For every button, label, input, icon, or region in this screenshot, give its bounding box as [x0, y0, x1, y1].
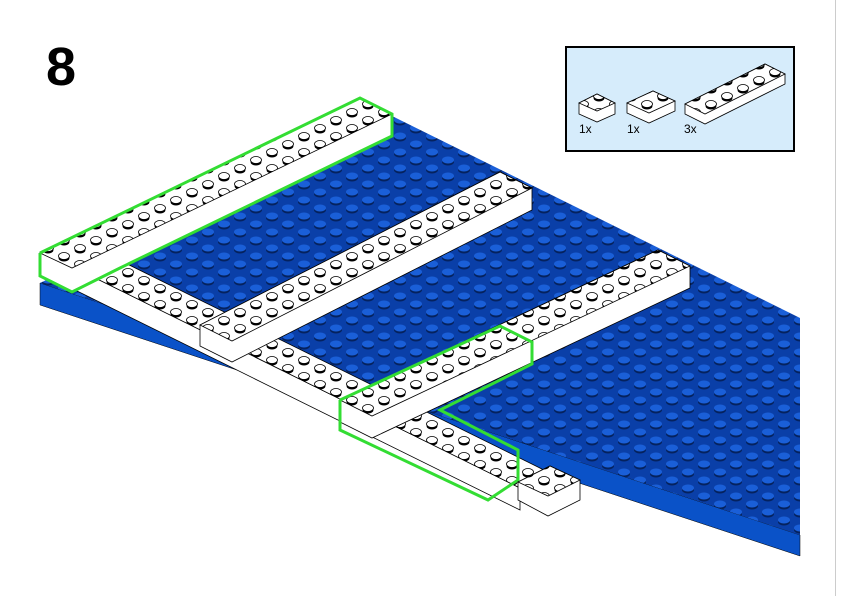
part-count: 1x — [627, 122, 640, 136]
page-divider — [835, 0, 836, 596]
part-count: 1x — [579, 122, 592, 136]
brick-2x3-icon — [578, 93, 616, 123]
step-number: 8 — [46, 37, 77, 97]
white-bricks — [38, 96, 691, 517]
brick-2x10-icon — [684, 63, 786, 125]
part-count: 3x — [684, 122, 697, 136]
baseplate — [39, 115, 801, 557]
parts-callout: 1x 1x 3x — [565, 46, 795, 152]
brick-2x4-icon — [626, 90, 676, 124]
parts-illustration — [578, 63, 786, 125]
